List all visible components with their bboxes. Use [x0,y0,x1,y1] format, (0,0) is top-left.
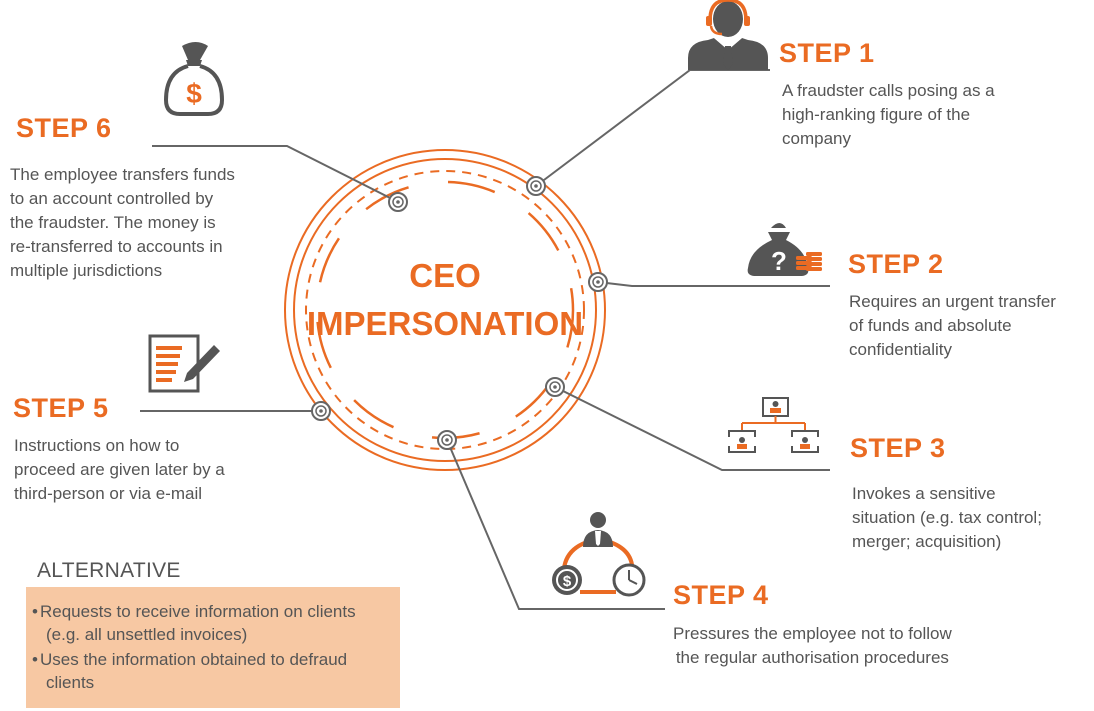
connector-step1 [535,69,770,187]
bullet-icon: • [32,602,38,621]
alternative-item-line2: (e.g. all unsettled invoices) [46,625,248,644]
svg-text:?: ? [771,246,787,276]
bullet-icon: • [32,650,38,669]
step3-desc-line: merger; acquisition) [852,532,1002,551]
operator-icon [688,0,768,70]
center-title-line1: CEO [409,257,481,294]
step6-desc-line: re-transferred to accounts in [10,237,223,256]
step3-title: STEP 3 [850,433,946,463]
step1-desc-line: company [782,129,851,148]
node-step2 [588,272,608,292]
step2-desc-line: of funds and absolute [849,316,1012,335]
step6-description: The employee transfers funds to an accou… [10,163,235,283]
node-step6 [388,192,408,212]
step5-title: STEP 5 [13,393,109,423]
alternative-item-line1: Uses the information obtained to defraud [40,650,348,669]
outer-ring [284,149,606,471]
node-step3 [545,377,565,397]
step4-title: STEP 4 [673,580,769,610]
node-step5 [311,401,331,421]
step5-desc-line: Instructions on how to [14,436,180,455]
step6-desc-line: The employee transfers funds [10,165,235,184]
connector-step6 [152,145,399,203]
step3-description: Invokes a sensitive situation (e.g. tax … [852,482,1042,554]
org-chart-icon [728,397,819,453]
step6-title: STEP 6 [16,113,112,143]
center-title-line2: IMPERSONATION [306,305,584,342]
alternative-box: •Requests to receive information on clie… [26,587,400,708]
step4-description: Pressures the employee not to follow the… [673,622,952,670]
step5-desc-line: third-person or via e-mail [14,484,203,503]
step6-desc-line: multiple jurisdictions [10,261,163,280]
money-bag-question-icon: ? [747,223,822,276]
step1-desc-line: A fraudster calls posing as a [782,81,995,100]
svg-text:$: $ [186,78,202,109]
step2-description: Requires an urgent transfer of funds and… [849,290,1056,362]
employee-pressure-icon: $ [552,512,646,597]
step6-desc-line: the fraudster. The money is [10,213,216,232]
alternative-item: •Uses the information obtained to defrau… [32,648,392,694]
alternative-heading: ALTERNATIVE [37,559,181,582]
svg-text:$: $ [563,573,572,590]
alternative-item: •Requests to receive information on clie… [32,600,392,646]
step1-desc-line: high-ranking figure of the [782,105,971,124]
connector-step3 [554,386,830,471]
inner-ring [293,158,597,462]
step2-title: STEP 2 [848,249,944,279]
step2-desc-line: confidentiality [849,340,953,359]
step2-desc-line: Requires an urgent transfer [849,292,1056,311]
center-title: CEO IMPERSONATION [300,252,590,348]
step1-description: A fraudster calls posing as a high-ranki… [782,79,995,151]
connector-nodes [311,176,608,450]
dashed-ring [305,170,585,450]
connector-step2 [597,281,830,287]
step4-desc-line: Pressures the employee not to follow [673,624,952,643]
money-bag-dollar-icon: $ [163,42,225,116]
step3-desc-line: Invokes a sensitive [852,484,996,503]
node-step4 [437,430,457,450]
step3-desc-line: situation (e.g. tax control; [852,508,1042,527]
alternative-item-line2: clients [46,673,95,692]
document-pen-icon [148,334,220,393]
step1-title: STEP 1 [779,38,875,68]
step6-desc-line: to an account controlled by [10,189,214,208]
step5-description: Instructions on how to proceed are given… [14,434,225,506]
step5-desc-line: proceed are given later by a [14,460,225,479]
connector-step4 [446,439,665,610]
node-step1 [526,176,546,196]
alternative-item-line1: Requests to receive information on clien… [40,602,356,621]
step4-desc-line: the regular authorisation procedures [675,648,949,667]
